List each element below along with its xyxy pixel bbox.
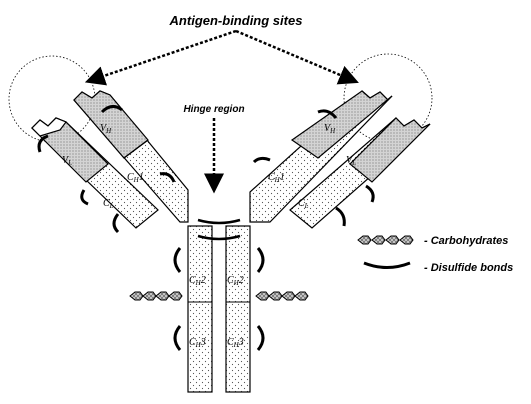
label-vl-right: VL (346, 155, 356, 167)
label-vh-right: VH (324, 123, 336, 135)
antigen-binding-title: Antigen-binding sites (169, 13, 303, 28)
right-carbohydrate-chain (255, 291, 309, 301)
legend-disulfide: - Disulfide bonds (424, 262, 513, 274)
left-light-chain (31, 117, 159, 229)
hinge-disulfide-bonds (197, 218, 241, 241)
left-stem-heavy-chain (187, 225, 213, 393)
disulfide-legend-icon (363, 261, 411, 269)
label-ch2-right: CH2 (227, 275, 244, 287)
left-heavy-chain (73, 90, 189, 223)
label-ch1-right: CH1 (268, 172, 285, 184)
label-ch2-left: CH2 (189, 275, 206, 287)
label-ch3-left: CH3 (189, 337, 206, 349)
left-carbohydrate-chain (129, 291, 183, 301)
label-vh-left: VH (100, 123, 112, 135)
label-ch3-right: CH3 (227, 337, 244, 349)
right-heavy-chain (249, 90, 393, 223)
legend-carbohydrates: - Carbohydrates (424, 235, 508, 247)
right-light-chain (289, 117, 431, 229)
label-cl-right: CL (298, 198, 309, 210)
right-binding-site-circle (343, 53, 433, 143)
label-ch1-left: CH1 (127, 172, 144, 184)
arrow-right-site (235, 29, 359, 85)
arrow-left-site (84, 29, 237, 86)
right-stem-heavy-chain (225, 225, 251, 393)
intradomain-disulfide-bonds (37, 105, 375, 351)
hinge-region-label: Hinge region (183, 104, 244, 115)
label-vl-left: VL (62, 155, 72, 167)
legend: - Carbohydrates - Disulfide bonds (357, 235, 513, 274)
label-cl-left: CL (103, 198, 114, 210)
carbohydrate-legend-icon (357, 235, 414, 245)
